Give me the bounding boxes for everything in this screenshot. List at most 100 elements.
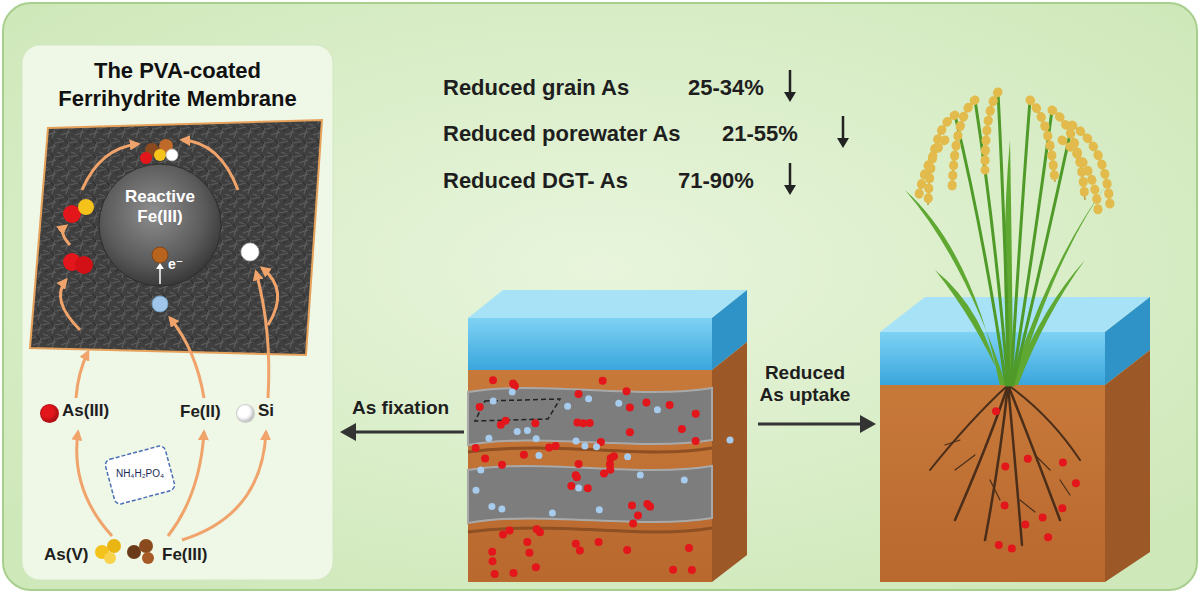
rice-plant-part-part bbox=[998, 92, 1009, 385]
particle-dot bbox=[1059, 458, 1067, 466]
particle-dot bbox=[576, 547, 584, 555]
particle-dot bbox=[520, 451, 528, 459]
particle-dot bbox=[678, 425, 686, 433]
rice-plant-part-part bbox=[918, 140, 945, 200]
particle-dot bbox=[1044, 533, 1052, 541]
big-arrows-part bbox=[340, 423, 356, 441]
molecules-part bbox=[152, 296, 168, 312]
soil-block-part bbox=[475, 399, 560, 421]
stat-arrows-part bbox=[784, 185, 796, 195]
species-label: Fe(II) bbox=[180, 402, 221, 422]
particle-dot bbox=[581, 442, 588, 449]
particle-dot bbox=[669, 566, 677, 574]
arsenic-dots bbox=[472, 376, 734, 578]
particle-dot bbox=[481, 455, 489, 463]
stat-arrows-part bbox=[789, 163, 792, 187]
particle-dot bbox=[623, 546, 631, 554]
reactant-balls-part bbox=[104, 552, 116, 564]
particle-dot bbox=[624, 453, 631, 460]
particle-dot bbox=[1024, 455, 1032, 463]
stat-label: Reduced porewater As bbox=[443, 121, 681, 147]
legend-swatch bbox=[40, 404, 59, 423]
electron-label: e⁻ bbox=[168, 256, 183, 273]
soil-block-part bbox=[468, 318, 712, 370]
particle-dot bbox=[623, 387, 631, 395]
background-part bbox=[22, 45, 333, 580]
particle-dot bbox=[579, 419, 587, 427]
particle-dot bbox=[524, 427, 531, 434]
big-arrows-part bbox=[860, 415, 876, 433]
particle-dot bbox=[681, 477, 688, 484]
particle-dot bbox=[685, 544, 693, 552]
particle-dot bbox=[692, 437, 700, 445]
particle-dot bbox=[628, 501, 636, 509]
node-heading: Reactive Fe(III) bbox=[110, 187, 210, 226]
particle-dot bbox=[472, 444, 480, 452]
particle-dot bbox=[525, 549, 533, 557]
particle-dot bbox=[575, 485, 582, 492]
molecules-part bbox=[75, 256, 93, 274]
particle-dot bbox=[502, 417, 510, 425]
particle-dot bbox=[499, 531, 507, 539]
paddy-block-part bbox=[880, 385, 1105, 582]
rice-plant-part-part bbox=[935, 270, 1004, 385]
particle-dot bbox=[509, 380, 517, 388]
particle-dot bbox=[485, 435, 492, 442]
particle-dot bbox=[510, 569, 518, 577]
particle-dot bbox=[585, 395, 592, 402]
particle-dot bbox=[532, 563, 540, 571]
stat-label: Reduced grain As bbox=[443, 75, 629, 101]
roots-part bbox=[1008, 385, 1022, 545]
phosphate-bag-part bbox=[104, 445, 176, 505]
arsenic-dots bbox=[992, 407, 1080, 552]
stat-value: 21-55% bbox=[722, 121, 798, 147]
roots-part bbox=[945, 440, 1070, 512]
background-part bbox=[3, 3, 1197, 590]
particle-dot bbox=[489, 557, 497, 565]
particle-dot bbox=[642, 398, 650, 406]
particle-dot bbox=[606, 466, 614, 474]
reactant-balls-part bbox=[127, 545, 141, 559]
particle-dot bbox=[1008, 545, 1016, 553]
particle-dot bbox=[509, 389, 516, 396]
particle-dot bbox=[575, 390, 583, 398]
particle-dot bbox=[489, 376, 497, 384]
stat-arrows-part bbox=[842, 116, 845, 140]
reactant-balls bbox=[95, 539, 154, 564]
background bbox=[3, 3, 1197, 590]
node-heading: The PVA-coated Ferrihydrite Membrane bbox=[42, 57, 313, 112]
legend-text: As(III) bbox=[62, 401, 109, 421]
particle-dot bbox=[992, 407, 1000, 415]
membrane-panel: The PVA-coated Ferrihydrite MembraneReac… bbox=[22, 45, 333, 580]
legend-text: Si bbox=[258, 401, 274, 421]
particle-dot bbox=[727, 437, 734, 444]
particle-dot bbox=[533, 435, 540, 442]
particle-dot bbox=[1021, 520, 1029, 528]
particle-dot bbox=[572, 471, 580, 479]
orange-arrows-part bbox=[77, 432, 112, 536]
species-label: As(V) bbox=[44, 545, 88, 565]
molecules-part bbox=[154, 149, 166, 161]
orange-arrows-part bbox=[76, 352, 88, 398]
paddy-block-part bbox=[1105, 350, 1150, 582]
roots-part bbox=[1008, 385, 1080, 460]
stat-arrows-part bbox=[789, 70, 792, 94]
particle-dot bbox=[1001, 463, 1009, 471]
phosphate-bag bbox=[104, 445, 176, 505]
particle-dot bbox=[476, 403, 484, 411]
orange-arrows-part bbox=[170, 318, 204, 398]
reactive-iron-circle: Reactive Fe(III) bbox=[98, 163, 222, 287]
reactant-balls-part bbox=[142, 552, 154, 564]
particle-dot bbox=[692, 410, 700, 418]
particle-dot bbox=[498, 461, 506, 469]
particle-dot bbox=[1058, 504, 1066, 512]
particle-dot bbox=[637, 472, 644, 479]
particle-dot bbox=[514, 428, 521, 435]
particle-dot bbox=[535, 452, 542, 459]
arrow-label: As fixation bbox=[352, 397, 449, 420]
membrane bbox=[30, 120, 322, 355]
rice-plant-part bbox=[955, 92, 1072, 385]
circle-outline-part bbox=[99, 164, 221, 286]
molecules-part bbox=[166, 149, 178, 161]
soil-block-part bbox=[468, 388, 712, 445]
